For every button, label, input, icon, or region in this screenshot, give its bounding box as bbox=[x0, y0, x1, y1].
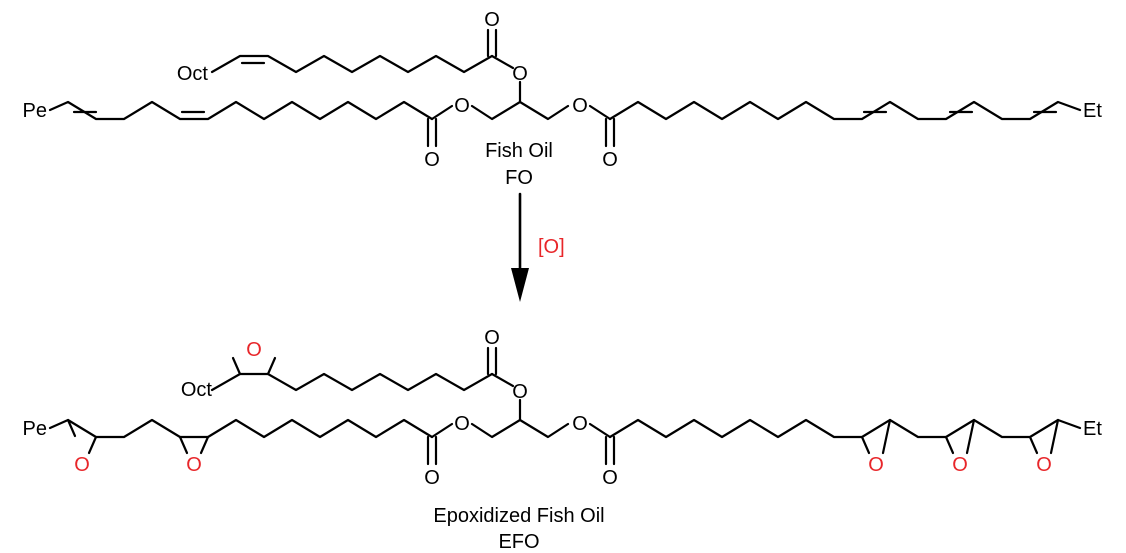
efo-oct-group: Oct bbox=[181, 379, 213, 401]
efo-epoxide-6b bbox=[1049, 418, 1060, 455]
efo-pe-group: Pe bbox=[23, 418, 47, 440]
efo-glycerol-backbone bbox=[470, 418, 570, 439]
efo-ester2-o-c bbox=[490, 372, 515, 388]
efo-ester1-o-c bbox=[430, 422, 454, 439]
efo-ester2-carbonyl-o: O bbox=[484, 327, 500, 349]
fo-et-group: Et bbox=[1083, 100, 1102, 122]
efo-oleic-chain bbox=[210, 372, 494, 392]
fo-glycerol-backbone bbox=[470, 100, 570, 121]
efo-epoxide-3 bbox=[66, 418, 77, 438]
fo-oleic-chain bbox=[210, 54, 494, 74]
arrow-head bbox=[511, 268, 529, 302]
efo-epoxide-4b bbox=[881, 418, 892, 455]
efo-epoxide-2b bbox=[199, 435, 210, 455]
efo-epoxide-5 bbox=[944, 435, 955, 455]
fo-pe-group: Pe bbox=[23, 100, 47, 122]
efo-ester1-carbonyl-o: O bbox=[424, 467, 440, 489]
efo-epoxide-oxygen-3: O bbox=[74, 454, 90, 476]
fo-ester2-carbonyl-o: O bbox=[484, 9, 500, 31]
efo-right-chain bbox=[608, 418, 1082, 439]
fo-ester1-carbonyl-o: O bbox=[424, 149, 440, 171]
fo-oct-group: Oct bbox=[177, 63, 209, 85]
fo-ester1-o-c bbox=[430, 104, 454, 121]
efo-et-group: Et bbox=[1083, 418, 1102, 440]
reagent-label: [O] bbox=[538, 236, 565, 258]
fo-right-chain bbox=[608, 100, 1082, 121]
efo-epoxide-oxygen-2: O bbox=[186, 454, 202, 476]
efo-epoxide-5b bbox=[965, 418, 976, 455]
efo-epoxide-3b bbox=[87, 435, 98, 455]
fo-ester3-o-c bbox=[588, 104, 612, 121]
epoxidized-fish-oil-structure: O O O O O O O O O O O O Oct Pe Et Epoxid… bbox=[23, 327, 1103, 553]
efo-left-chain bbox=[48, 418, 434, 439]
efo-ester1-o: O bbox=[454, 413, 470, 435]
efo-epoxide-6 bbox=[1028, 435, 1039, 455]
efo-epoxide-1 bbox=[231, 356, 242, 376]
efo-epoxide-oxygen-5: O bbox=[952, 454, 968, 476]
efo-name: Epoxidized Fish Oil bbox=[433, 505, 604, 527]
fish-oil-structure: O O O O O O Oct Pe Et Fish Oil FO bbox=[23, 9, 1103, 189]
efo-epoxide-2 bbox=[178, 435, 189, 455]
fo-left-chain bbox=[48, 100, 434, 121]
reaction-arrow bbox=[511, 192, 529, 302]
efo-epoxide-oxygen-6: O bbox=[1036, 454, 1052, 476]
fo-name: Fish Oil bbox=[485, 140, 553, 162]
fo-ester3-carbonyl-o: O bbox=[602, 149, 618, 171]
fo-ester2-o-c bbox=[490, 54, 515, 70]
efo-epoxide-oxygen-4: O bbox=[868, 454, 884, 476]
efo-abbr: EFO bbox=[498, 531, 539, 553]
efo-epoxide-1b bbox=[266, 356, 277, 376]
efo-epoxide-oxygen-1: O bbox=[246, 339, 262, 361]
fo-ester1-o: O bbox=[454, 95, 470, 117]
efo-ester3-o: O bbox=[572, 413, 588, 435]
efo-ester2-o: O bbox=[512, 381, 528, 403]
fo-abbr: FO bbox=[505, 167, 533, 189]
fo-ester2-o: O bbox=[512, 63, 528, 85]
efo-ester3-carbonyl-o: O bbox=[602, 467, 618, 489]
efo-epoxide-4 bbox=[860, 435, 871, 455]
fo-ester3-o: O bbox=[572, 95, 588, 117]
efo-ester3-o-c bbox=[588, 422, 612, 439]
